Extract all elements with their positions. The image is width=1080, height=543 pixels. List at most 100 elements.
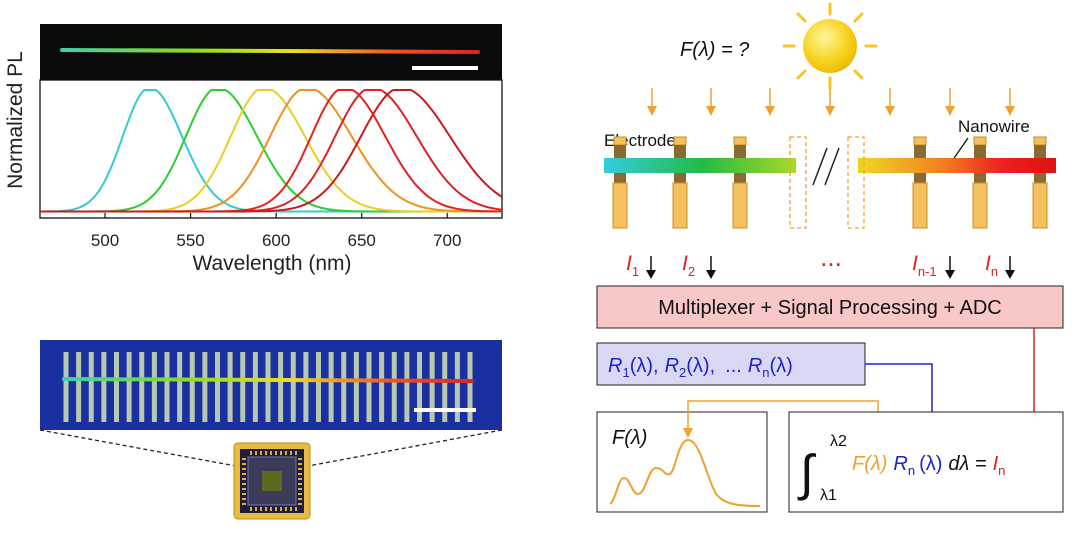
electrode-bottom [732,182,748,229]
photo-electrode [202,352,208,422]
unknown-spectrum-equation: F(λ) = ? [680,39,750,61]
current-I1: I1 [626,252,656,279]
photo-electrode [76,352,82,422]
plot-frame [39,79,503,219]
chip-pins [242,451,302,511]
svg-text:I1: I1 [626,252,639,279]
zoom-line-left [39,429,237,467]
responses-box [596,342,866,386]
photo-electrode [379,352,385,422]
photo-electrode [101,352,107,422]
pl-curve-5 [40,89,503,213]
spectrum-curve [609,438,761,507]
x-ticks [104,213,448,218]
photo-electrode [215,352,220,422]
x-axis-label: Wavelength (nm) [192,252,351,275]
pl-curve-4 [40,89,502,213]
photo-electrode [353,352,359,422]
x-tick-label: 550 [176,231,204,250]
integral-box [788,411,1064,513]
electrode-top [733,136,747,146]
current-In-1: In-1 [912,252,955,279]
break-mark [812,147,828,186]
photo-electrode [442,352,448,422]
current-I2: I2 [682,252,716,279]
pl-curve-3 [40,89,502,213]
pl-plot: Normalized PL 500 550 600 650 700 Wavele… [4,24,503,275]
schematic: F(λ) = ? Electrodes Nanowire I1 [596,2,1064,513]
photo-electrode [252,352,258,422]
svg-text:F(λ)Rn(λ)dλ =In: F(λ)Rn(λ)dλ =In [852,453,1005,478]
scale-bar [414,408,476,412]
photo-electrode [391,352,397,422]
photo-electrode [278,352,284,422]
photo-electrode [164,352,170,422]
zoom-line-right [307,429,503,467]
x-tick-label: 500 [91,231,119,250]
incident-light-arrows [647,88,1015,116]
photo-electrode [328,352,334,422]
scale-bar [412,66,478,70]
photo-electrode [429,352,435,422]
electrode-bottom [672,182,688,229]
schematic-electrodes [612,136,1048,229]
processor-label: Multiplexer + Signal Processing + ADC [658,297,1002,319]
pl-curve-7 [40,89,503,213]
omitted-electrode [847,136,865,229]
wire-break-gap [796,150,858,180]
sun-icon [782,2,878,90]
photo-electrode [151,352,157,422]
processor-box [596,285,1064,329]
photo-electrode [366,352,372,422]
photo-electrode [290,352,296,422]
pl-curve-1 [40,89,502,213]
electrode-bottom [612,182,628,229]
photo-electrodes [63,352,473,422]
pl-curve-2 [40,89,502,213]
responses-label: R1(λ),R2(λ),...Rn(λ) [608,355,793,380]
photo-electrode [114,352,119,422]
photo-electrode [63,352,69,422]
current-In: In [985,252,1015,279]
electrode-top [973,136,987,146]
integral-sign: ∫ [797,445,817,501]
electrode-bottom [912,182,928,229]
x-tick-label: 600 [262,231,290,250]
photo-electrode [303,352,309,422]
electrode-bottom [972,182,988,229]
electrode-top [1033,136,1047,146]
photo-electrode [316,352,321,422]
photo-electrode [189,352,195,422]
photo-electrode [227,352,233,422]
omitted-electrode [789,136,807,229]
photo-electrode [265,352,271,422]
integral-upper: λ2 [830,433,847,450]
device-nanowire [62,377,474,383]
electrode-top [613,136,627,146]
pl-curve-6 [40,89,503,213]
chip-package [233,442,311,520]
electrode-bottom [1032,182,1048,229]
spectrum-label: F(λ) [612,427,647,449]
pl-curves [40,89,503,213]
photo-electrode [454,352,460,422]
break-mark [824,147,840,186]
photo-electrode [139,352,145,422]
photo-electrode [177,352,183,422]
spectrum-box [596,411,768,513]
integral-equation: ∫ λ2 λ1 F(λ)Rn(λ)dλ =In [797,433,1005,504]
x-tick-label: 650 [348,231,376,250]
photo-electrode [467,352,473,422]
nanowire-label: Nanowire [958,117,1030,136]
photo-electrode [88,352,94,422]
device-photo [39,340,503,520]
ellipsis: ... [820,242,842,272]
photo-electrode [240,352,246,422]
photo-electrode [126,352,132,422]
photo-electrode [404,352,410,422]
svg-text:I2: I2 [682,252,695,279]
y-axis-label: Normalized PL [4,51,27,189]
nanowire-pl-glow [60,48,480,54]
photo-electrode [341,352,347,422]
photo-electrode [417,352,422,422]
